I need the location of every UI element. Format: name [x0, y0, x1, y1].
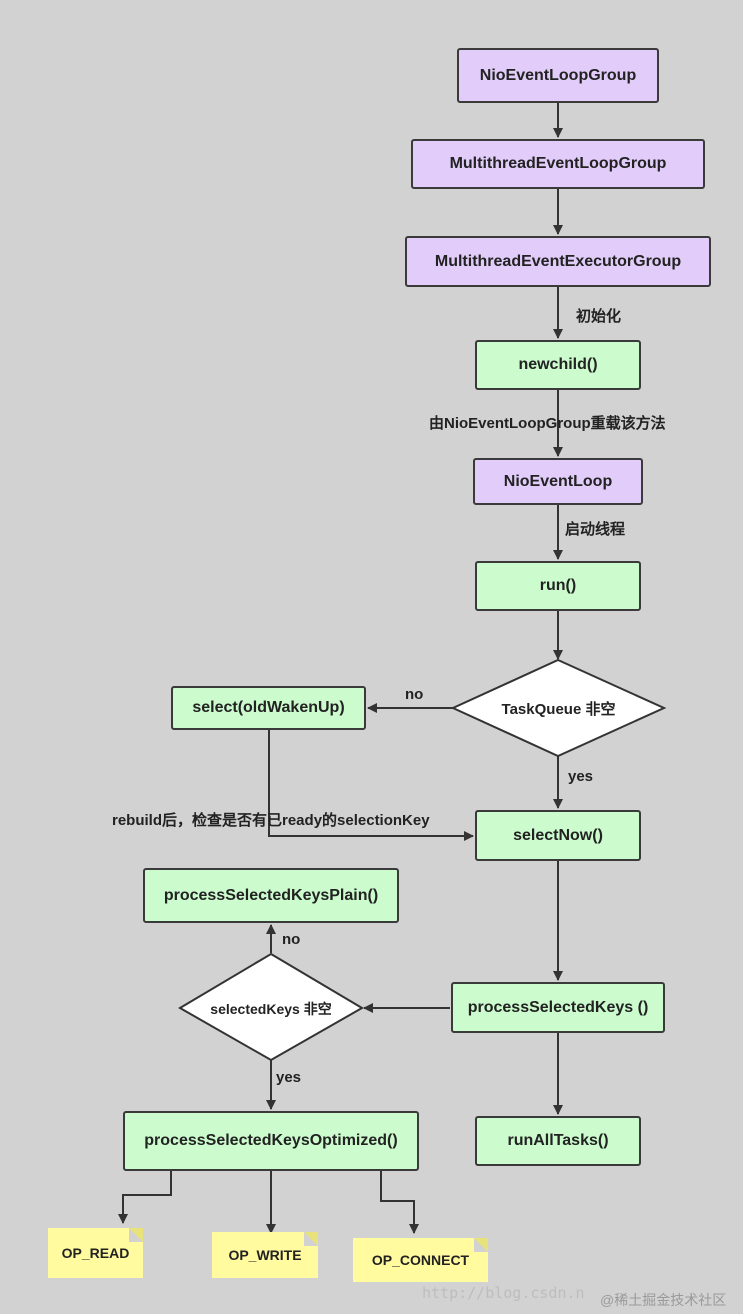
taskqueue-decision-label: TaskQueue 非空 — [501, 701, 616, 718]
note-op-write-label: OP_WRITE — [228, 1247, 302, 1263]
node-multithread-event-executor-group-label: MultithreadEventExecutorGroup — [434, 252, 682, 270]
node-process-selected-keys-optimized-label: processSelectedKeysOptimized() — [144, 1132, 398, 1149]
node-multithread-event-loop-group-label: MultithreadEventLoopGroup — [449, 155, 667, 172]
note-fold-corner — [304, 1232, 318, 1246]
node-run-label: run() — [539, 577, 577, 594]
node-multithread-event-executor-group: MultithreadEventExecutorGroup — [405, 236, 711, 287]
node-select-now-label: selectNow() — [513, 826, 603, 844]
node-process-selected-keys-label: processSelectedKeys () — [467, 998, 649, 1016]
node-select-now: selectNow() — [475, 810, 641, 861]
edge-label-selectedkeys-no: no — [282, 931, 301, 948]
watermark-site: @稀土掘金技术社区 — [600, 1292, 727, 1308]
node-nio-event-loop-group: NioEventLoopGroup — [457, 48, 659, 103]
node-process-selected-keys-optimized: processSelectedKeysOptimized() — [123, 1111, 419, 1171]
note-op-read: OP_READ — [48, 1228, 143, 1278]
node-multithread-event-loop-group: MultithreadEventLoopGroup — [411, 139, 705, 189]
note-op-connect: OP_CONNECT — [353, 1238, 488, 1282]
edge-label-taskqueue-yes: yes — [568, 768, 594, 785]
node-newchild: newchild() — [475, 340, 641, 390]
node-process-selected-keys: processSelectedKeys () — [451, 982, 665, 1033]
edge-label-rebuild: rebuild后，检查是否有已ready的selectionKey — [112, 812, 430, 829]
node-run-all-tasks: runAllTasks() — [475, 1116, 641, 1166]
node-run: run() — [475, 561, 641, 611]
node-select-old-wakenup-label: select(oldWakenUp) — [192, 699, 345, 716]
selectedkeys-decision-shape — [178, 952, 364, 1062]
note-fold-corner — [474, 1238, 488, 1252]
edge-optimized-to-op-connect — [380, 1171, 419, 1234]
edge-select-to-selectnow — [268, 730, 474, 841]
node-run-all-tasks-label: runAllTasks() — [507, 1132, 609, 1149]
note-op-read-label: OP_READ — [61, 1245, 130, 1261]
note-fold-corner — [129, 1228, 143, 1242]
node-process-selected-keys-plain-label: processSelectedKeysPlain() — [163, 886, 379, 904]
edge-label-override: 由NioEventLoopGroup重载该方法 — [429, 415, 666, 432]
selectedkeys-decision-label: selectedKeys 非空 — [210, 1001, 332, 1017]
node-nio-event-loop: NioEventLoop — [473, 458, 643, 505]
note-op-write: OP_WRITE — [212, 1232, 318, 1278]
taskqueue-decision-shape — [450, 658, 667, 758]
node-process-selected-keys-plain: processSelectedKeysPlain() — [143, 868, 399, 923]
watermark-url: http://blog.csdn.n — [422, 1284, 585, 1302]
node-newchild-label: newchild() — [518, 356, 598, 373]
edge-label-selectedkeys-yes: yes — [276, 1069, 302, 1086]
node-select-old-wakenup: select(oldWakenUp) — [171, 686, 366, 730]
node-nio-event-loop-group-label: NioEventLoopGroup — [479, 66, 637, 84]
edge-optimized-to-op-read — [118, 1171, 172, 1224]
edge-label-start-thread: 启动线程 — [565, 521, 626, 538]
edge-label-taskqueue-no: no — [405, 686, 424, 703]
node-nio-event-loop-label: NioEventLoop — [503, 472, 613, 490]
edge-label-init: 初始化 — [576, 308, 622, 325]
note-op-connect-label: OP_CONNECT — [371, 1252, 470, 1268]
